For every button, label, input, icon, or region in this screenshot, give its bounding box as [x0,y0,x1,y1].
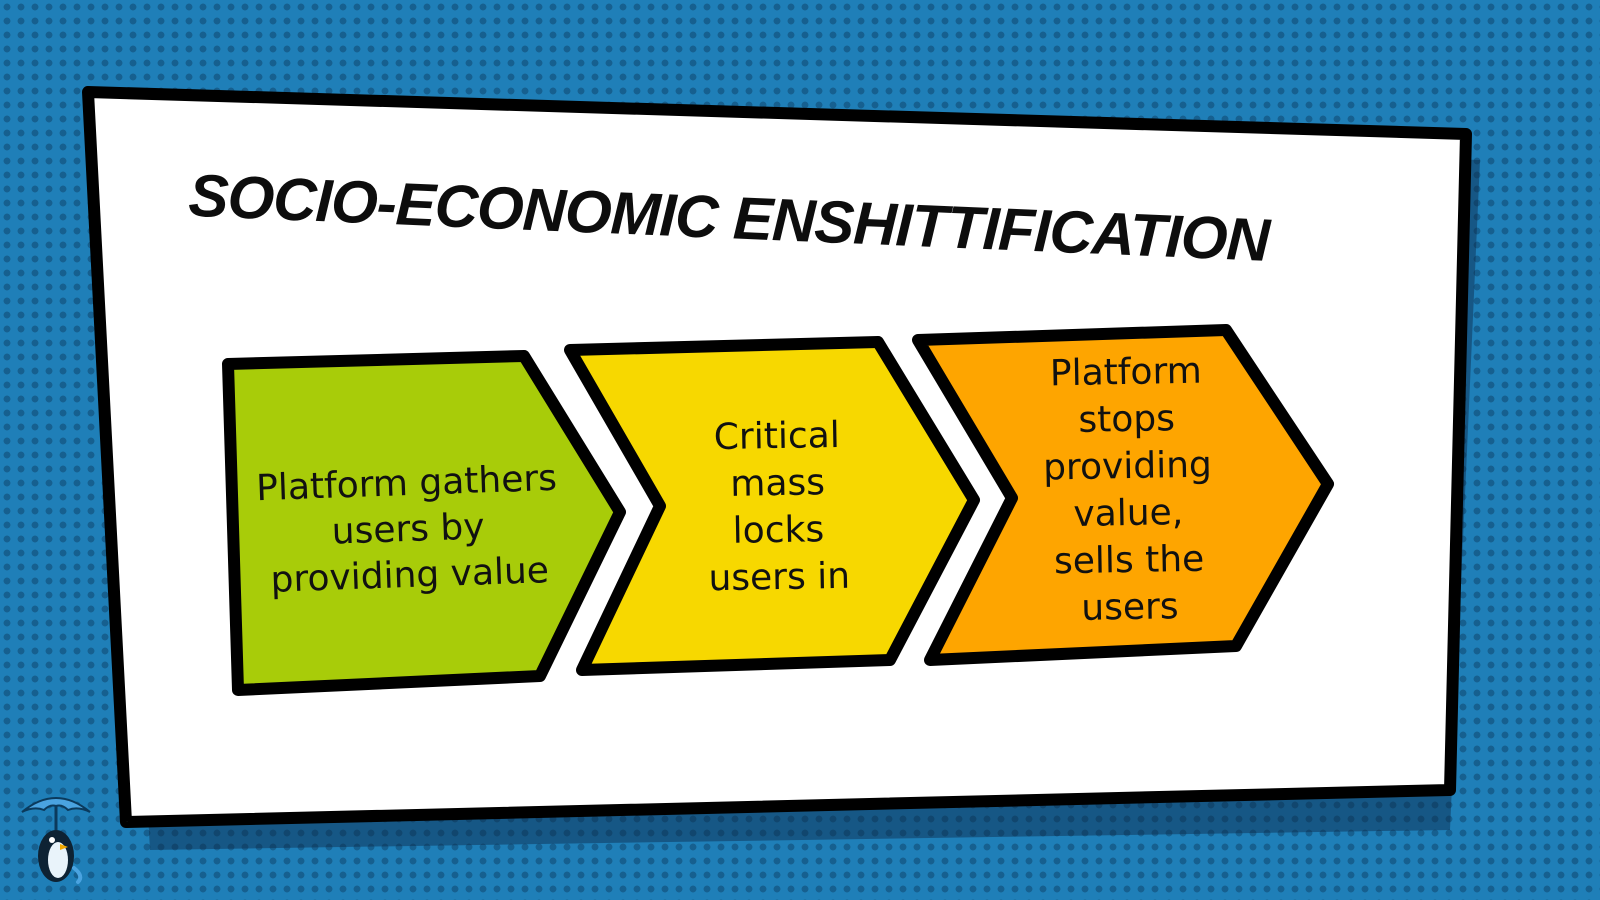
step-3-line: stops [1078,398,1175,441]
step-3-line: Platform [1050,351,1203,395]
step-3-text: Platformstopsprovidingvalue,sells theuse… [1041,351,1215,630]
step-2-text: Criticalmasslocksusers in [706,415,851,599]
step-2-line: mass [730,462,825,505]
step-chevron-1 [222,350,626,696]
penguin-umbrella-logo-icon [21,797,91,884]
step-3-line: users [1081,586,1179,629]
step-3-line: providing [1043,445,1212,489]
step-2-line: Critical [713,415,840,458]
step-2-line: users in [708,556,850,599]
step-2-line: locks [732,509,824,552]
step-1-line: providing value [270,550,550,601]
step-3-line: sells the [1054,539,1205,583]
step-1-line: users by [331,506,485,552]
process-flow [222,324,1334,696]
step-3-line: value, [1073,492,1183,535]
step-chevron-2 [564,336,980,676]
step-chevron-3 [912,324,1334,666]
